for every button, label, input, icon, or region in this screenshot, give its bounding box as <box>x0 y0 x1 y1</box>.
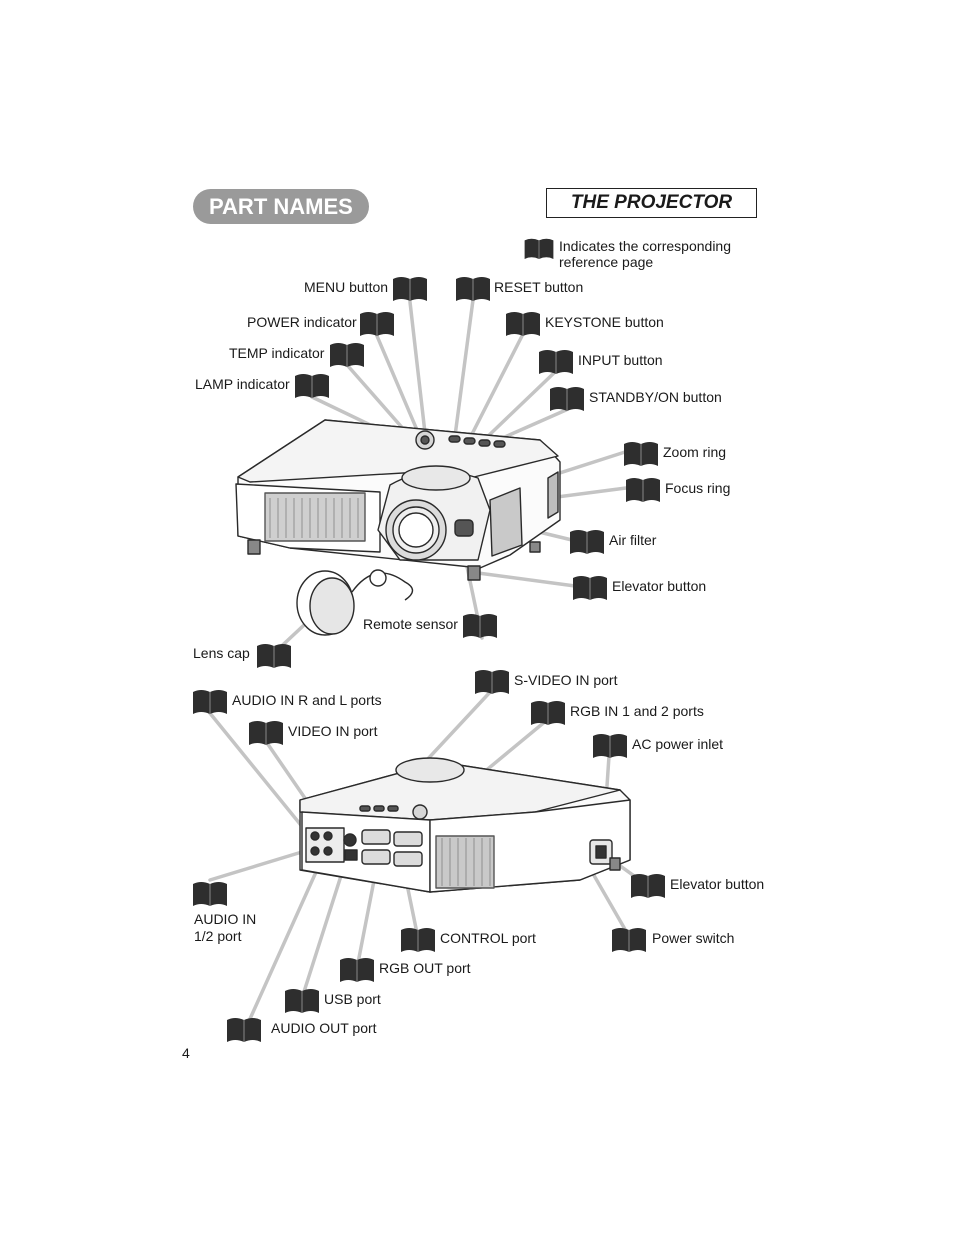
label-reset-button: RESET button <box>494 279 584 295</box>
label-power-switch: Power switch <box>652 930 735 946</box>
subsection-title: THE PROJECTOR <box>546 188 757 218</box>
label-lamp-indicator: LAMP indicator <box>195 376 290 392</box>
label-standby-button: STANDBY/ON button <box>589 389 722 405</box>
label-remote-sensor: Remote sensor <box>363 616 458 632</box>
label-control-port: CONTROL port <box>440 930 536 946</box>
projector-front-drawing <box>235 419 561 636</box>
label-power-indicator: POWER indicator <box>247 314 357 330</box>
label-lens-cap: Lens cap <box>193 645 250 661</box>
legend-text-line2: reference page <box>559 254 654 270</box>
label-zoom-ring: Zoom ring <box>663 444 727 460</box>
label-usb-port: USB port <box>324 991 381 1007</box>
label-rgb-out: RGB OUT port <box>379 960 471 976</box>
legend-text-line1: Indicates the corresponding <box>559 238 731 254</box>
label-menu-button: MENU button <box>304 279 389 295</box>
label-input-button: INPUT button <box>578 352 663 368</box>
page-number: 4 <box>182 1045 190 1061</box>
label-audio-in-rl: AUDIO IN R and L ports <box>232 692 382 708</box>
projector-rear-drawing <box>299 757 631 893</box>
label-keystone-button: KEYSTONE button <box>545 314 664 330</box>
label-ac-power-inlet: AC power inlet <box>632 736 724 752</box>
label-video-in: VIDEO IN port <box>288 723 378 739</box>
label-air-filter: Air filter <box>609 532 657 548</box>
label-audio-in-12-line1: AUDIO IN <box>194 911 257 927</box>
label-elevator-button-rear: Elevator button <box>670 876 765 892</box>
label-elevator-button-top: Elevator button <box>612 578 707 594</box>
label-focus-ring: Focus ring <box>665 480 731 496</box>
label-audio-out: AUDIO OUT port <box>271 1020 377 1036</box>
label-s-video-in: S-VIDEO IN port <box>514 672 618 688</box>
label-audio-in-12-line2: 1/2 port <box>194 928 242 944</box>
label-temp-indicator: TEMP indicator <box>229 345 325 361</box>
label-rgb-in: RGB IN 1 and 2 ports <box>570 703 704 719</box>
section-title: PART NAMES <box>193 189 369 224</box>
